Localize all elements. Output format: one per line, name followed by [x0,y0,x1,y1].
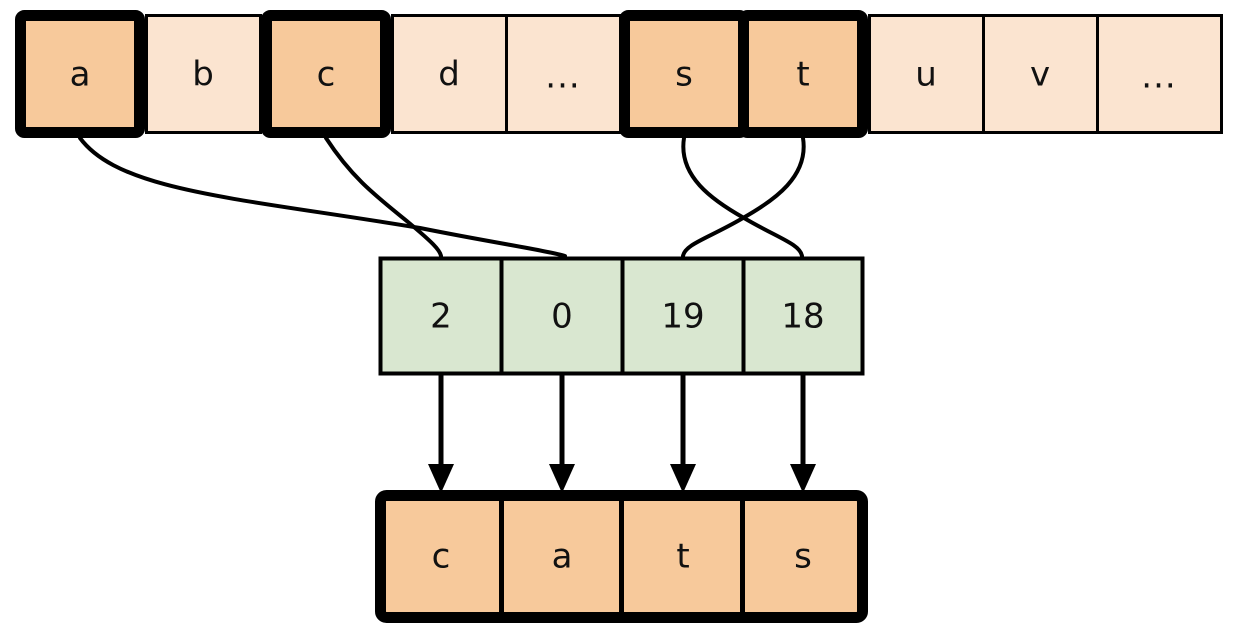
alphabet-cell-b-label: b [192,55,214,95]
alphabet-cell-b-box [145,14,262,134]
alphabet-cell-v-box [982,14,1099,134]
index-cell-1-box [499,256,625,376]
alphabet-strip: a b c d ... [15,10,1223,138]
alphabet-cell-u[interactable]: u [868,14,985,134]
connector-a-to-0 [78,136,567,258]
index-cell-0-box [378,256,504,376]
alphabet-cell-t-label: t [796,55,809,95]
alphabet-cell-a[interactable]: a [15,10,145,138]
index-cell-0-label: 2 [430,297,452,337]
index-cell-3-label: 18 [781,297,824,337]
alphabet-cell-b[interactable]: b [145,14,262,134]
index-cell-3[interactable]: 18 [741,256,865,376]
arrow-18-to-s [790,375,816,493]
output-cell-2[interactable]: t [676,537,689,577]
arrow-18-to-s-head [790,464,816,493]
alphabet-cell-ellipsis-2-label: ... [1141,57,1176,97]
output-cell-1-label: a [552,537,573,577]
arrow-2-to-c-head [428,464,454,493]
index-cell-3-box [741,256,865,376]
connector-c-to-2 [324,136,443,258]
alphabet-cell-s[interactable]: s [619,10,749,138]
alphabet-cell-ellipsis-2: ... [1096,14,1223,134]
index-cell-2-label: 19 [661,297,704,337]
index-strip: 2 0 19 18 [378,256,865,376]
alphabet-cell-a-box [15,10,145,138]
alphabet-cell-c-box [261,10,391,138]
output-cell-0[interactable]: c [432,537,451,577]
index-cell-1[interactable]: 0 [499,256,625,376]
alphabet-cell-ellipsis-1: ... [505,14,622,134]
index-cell-2[interactable]: 19 [620,256,746,376]
alphabet-cell-c-label: c [317,55,336,95]
connector-group [78,136,806,258]
arrow-19-to-t-head [670,464,696,493]
alphabet-cell-u-label: u [915,55,937,95]
output-cell-0-label: c [432,537,451,577]
alphabet-cell-v-label: v [1030,55,1050,95]
arrow-0-to-a-head [549,464,575,493]
connector-t-to-19 [681,136,806,258]
alphabet-cell-ellipsis-2-box [1096,14,1223,134]
alphabet-cell-d[interactable]: d [391,14,508,134]
alphabet-cell-v[interactable]: v [982,14,1099,134]
alphabet-cell-c[interactable]: c [261,10,391,138]
arrow-0-to-a [549,375,575,493]
alphabet-cell-a-label: a [70,55,91,95]
output-cell-3-label: s [794,537,812,577]
output-strip: c a t s [375,490,868,623]
alphabet-cell-d-label: d [438,55,460,95]
alphabet-cell-t-box [738,10,868,138]
alphabet-cell-s-label: s [675,55,693,95]
alphabet-cell-ellipsis-1-label: ... [545,57,580,97]
arrow-2-to-c [428,375,454,493]
output-cell-1[interactable]: a [552,537,573,577]
output-cell-2-label: t [676,537,689,577]
alphabet-cell-t[interactable]: t [738,10,868,138]
index-cell-1-label: 0 [551,297,573,337]
output-cell-3[interactable]: s [794,537,812,577]
arrow-19-to-t [670,375,696,493]
alphabet-cell-u-box [868,14,985,134]
arrow-group [428,375,816,493]
index-cell-0[interactable]: 2 [378,256,504,376]
